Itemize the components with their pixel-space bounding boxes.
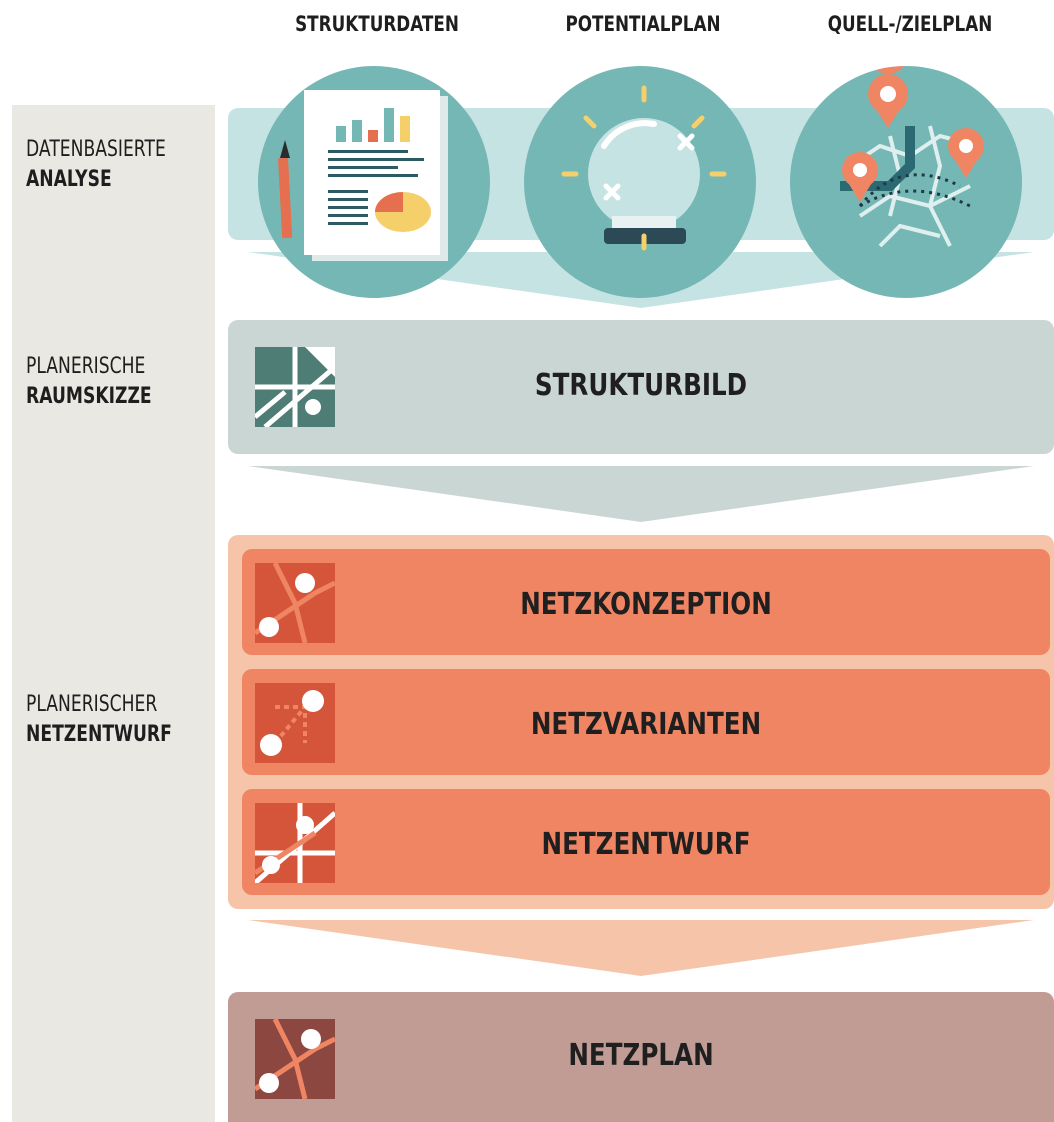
- crystal-ball-icon: [561, 85, 727, 251]
- netzplan-title: NETZPLAN: [568, 1038, 714, 1073]
- document-chart-icon: [278, 90, 448, 261]
- netzentwurf-arrow: [248, 920, 1034, 976]
- netzentwurf-band: NETZENTWURF: [242, 789, 1050, 895]
- netzplan-band: NETZPLAN: [228, 992, 1054, 1122]
- column-title-potentialplan: POTENTIALPLAN: [565, 12, 721, 36]
- netzentwurf-title: NETZENTWURF: [541, 827, 751, 862]
- strukturbild-title: STRUKTURBILD: [534, 368, 748, 403]
- netzvarianten-title: NETZVARIANTEN: [530, 707, 762, 742]
- strukturbild-arrow: [248, 466, 1034, 522]
- potentialplan-circle: [524, 66, 756, 298]
- map-pins-icon: [840, 66, 984, 248]
- netzentwurf-icon: [255, 803, 335, 883]
- column-title-quell-zielplan: QUELL-/ZIELPLAN: [827, 12, 993, 36]
- stage-sidebar: [12, 105, 215, 1122]
- netzkonzeption-band: NETZKONZEPTION: [242, 549, 1050, 655]
- netzkonzeption-icon: [255, 563, 335, 643]
- netzkonzeption-title: NETZKONZEPTION: [520, 587, 772, 622]
- netzvarianten-icon: [255, 683, 335, 763]
- stage-label-analyse: DATENBASIERTE ANALYSE: [26, 137, 166, 192]
- strukturbild-icon: [255, 347, 335, 427]
- stage-label-netzentwurf: PLANERISCHER NETZENTWURF: [26, 692, 172, 747]
- strukturbild-band: STRUKTURBILD: [228, 320, 1054, 454]
- stage-label-raumskizze: PLANERISCHE RAUMSKIZZE: [26, 354, 152, 409]
- quell-zielplan-circle: [790, 66, 1022, 298]
- netzplan-icon: [255, 1019, 335, 1099]
- netzvarianten-band: NETZVARIANTEN: [242, 669, 1050, 775]
- strukturdaten-circle: [258, 66, 490, 298]
- column-title-strukturdaten: STRUKTURDATEN: [295, 12, 459, 36]
